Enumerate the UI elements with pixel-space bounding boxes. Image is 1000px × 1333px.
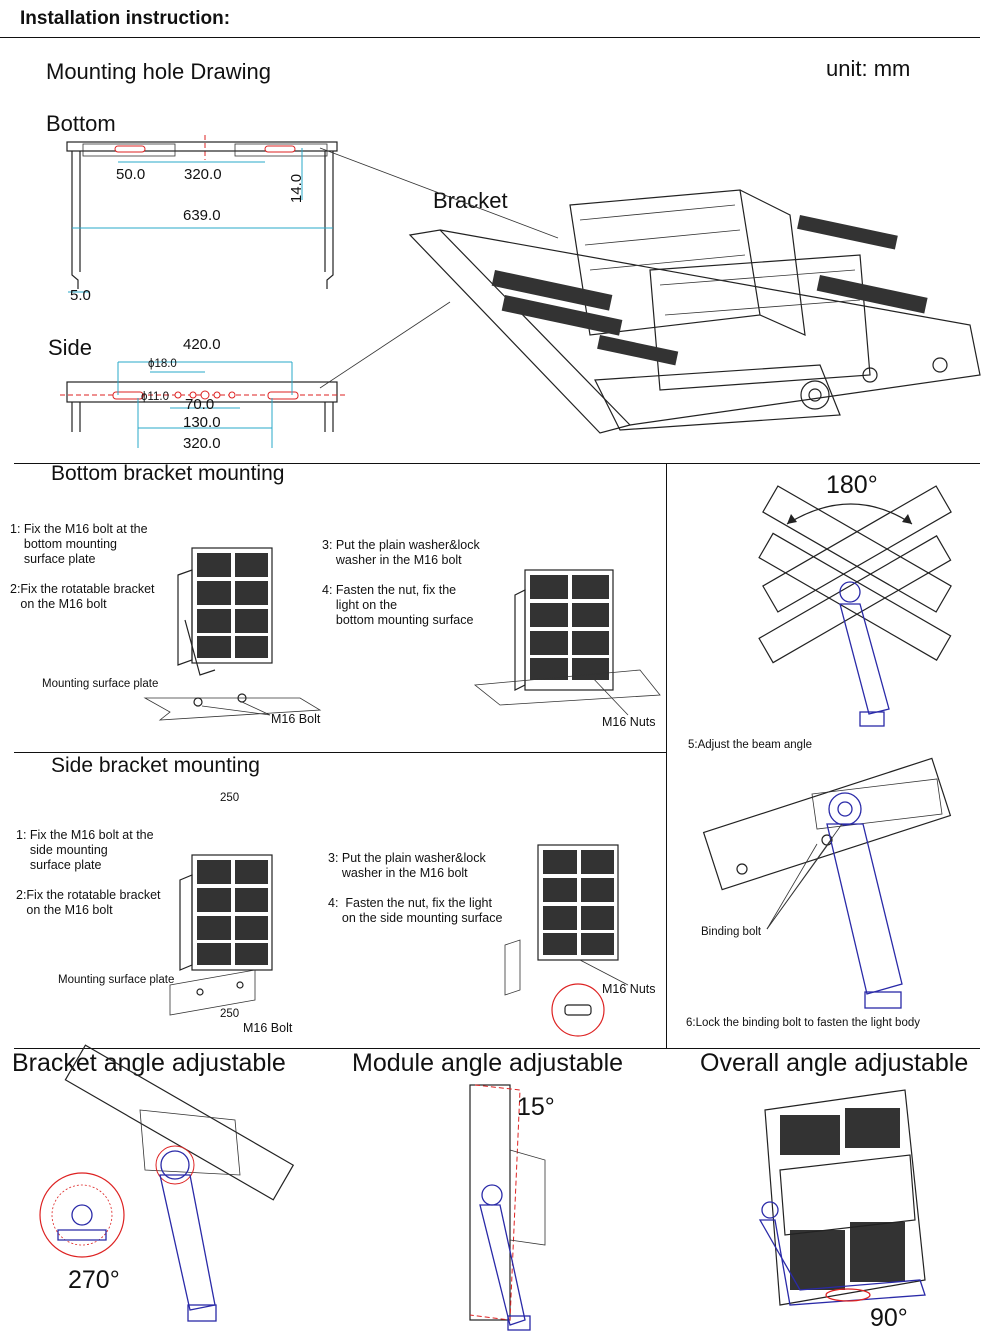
step-6-label: 6:Lock the binding bolt to fasten the li… [686,1017,920,1029]
dim-320-side: 320.0 [183,435,221,452]
side-label: Side [48,335,93,360]
module-angle-title: Module angle adjustable [352,1049,624,1077]
bracket-label: Bracket [433,188,508,213]
side-mounting-title: Side bracket mounting [51,754,260,777]
bottom-bolt-label: M16 Bolt [271,712,321,726]
binding-bolt-label: Binding bolt [701,926,762,938]
unit-label: unit: mm [826,56,911,81]
bottom-mounting-steps-1-2: 1: Fix the M16 bolt at the bottom mounti… [10,522,155,611]
dim-639: 639.0 [183,207,221,224]
side-mounting-illustration [169,844,629,1037]
dim-50: 50.0 [116,166,146,183]
angle-180-label: 180° [826,471,878,499]
section-divider-vertical [666,463,667,1048]
section-divider-bottom [14,1048,980,1049]
section-divider-top [14,463,980,464]
step-5-label: 5:Adjust the beam angle [688,739,813,751]
dim-70: 70.0 [185,396,215,413]
side-plate-label: Mounting surface plate [58,974,175,986]
header-divider [0,37,980,38]
section-divider-mid [14,752,666,753]
bottom-mounting-illustration [143,547,661,721]
bottom-label: Bottom [46,111,116,136]
side-mounting-steps-1-2: 1: Fix the M16 bolt at the side mounting… [16,828,161,917]
angle-90-label: 90° [870,1304,908,1332]
side-nuts-label: M16 Nuts [602,982,656,996]
side-view-drawing [60,301,451,448]
dim-phi11: ϕ11.0 [141,391,169,403]
side-mark-top: 250 [220,792,240,804]
dim-5: 5.0 [70,287,91,304]
dim-420: 420.0 [183,336,221,353]
bottom-plate-label: Mounting surface plate [42,678,159,690]
bottom-mounting-steps-3-4: 3: Put the plain washer&lock washer in t… [322,538,480,627]
dim-phi18: ϕ18.0 [148,358,177,370]
beam-angle-illustration [702,485,952,1009]
angle-270-label: 270° [68,1266,120,1294]
angle-15-label: 15° [517,1093,555,1121]
overall-angle-title: Overall angle adjustable [700,1049,969,1077]
bottom-nuts-label: M16 Nuts [602,715,656,729]
bottom-row-illustrations [39,1044,926,1331]
dim-130: 130.0 [183,414,221,431]
bracket-angle-title: Bracket angle adjustable [12,1049,286,1077]
side-mounting-steps-3-4: 3: Put the plain washer&lock washer in t… [328,851,503,925]
bottom-mounting-title: Bottom bracket mounting [51,462,285,485]
drawing-title: Mounting hole Drawing [46,59,272,84]
bottom-view-drawing [66,135,559,293]
isometric-light-illustration [408,189,981,434]
side-bolt-label: M16 Bolt [243,1021,293,1035]
dim-320-bottom: 320.0 [184,166,222,183]
page-title: Installation instruction: [20,8,231,29]
side-mark-bottom: 250 [220,1008,240,1020]
